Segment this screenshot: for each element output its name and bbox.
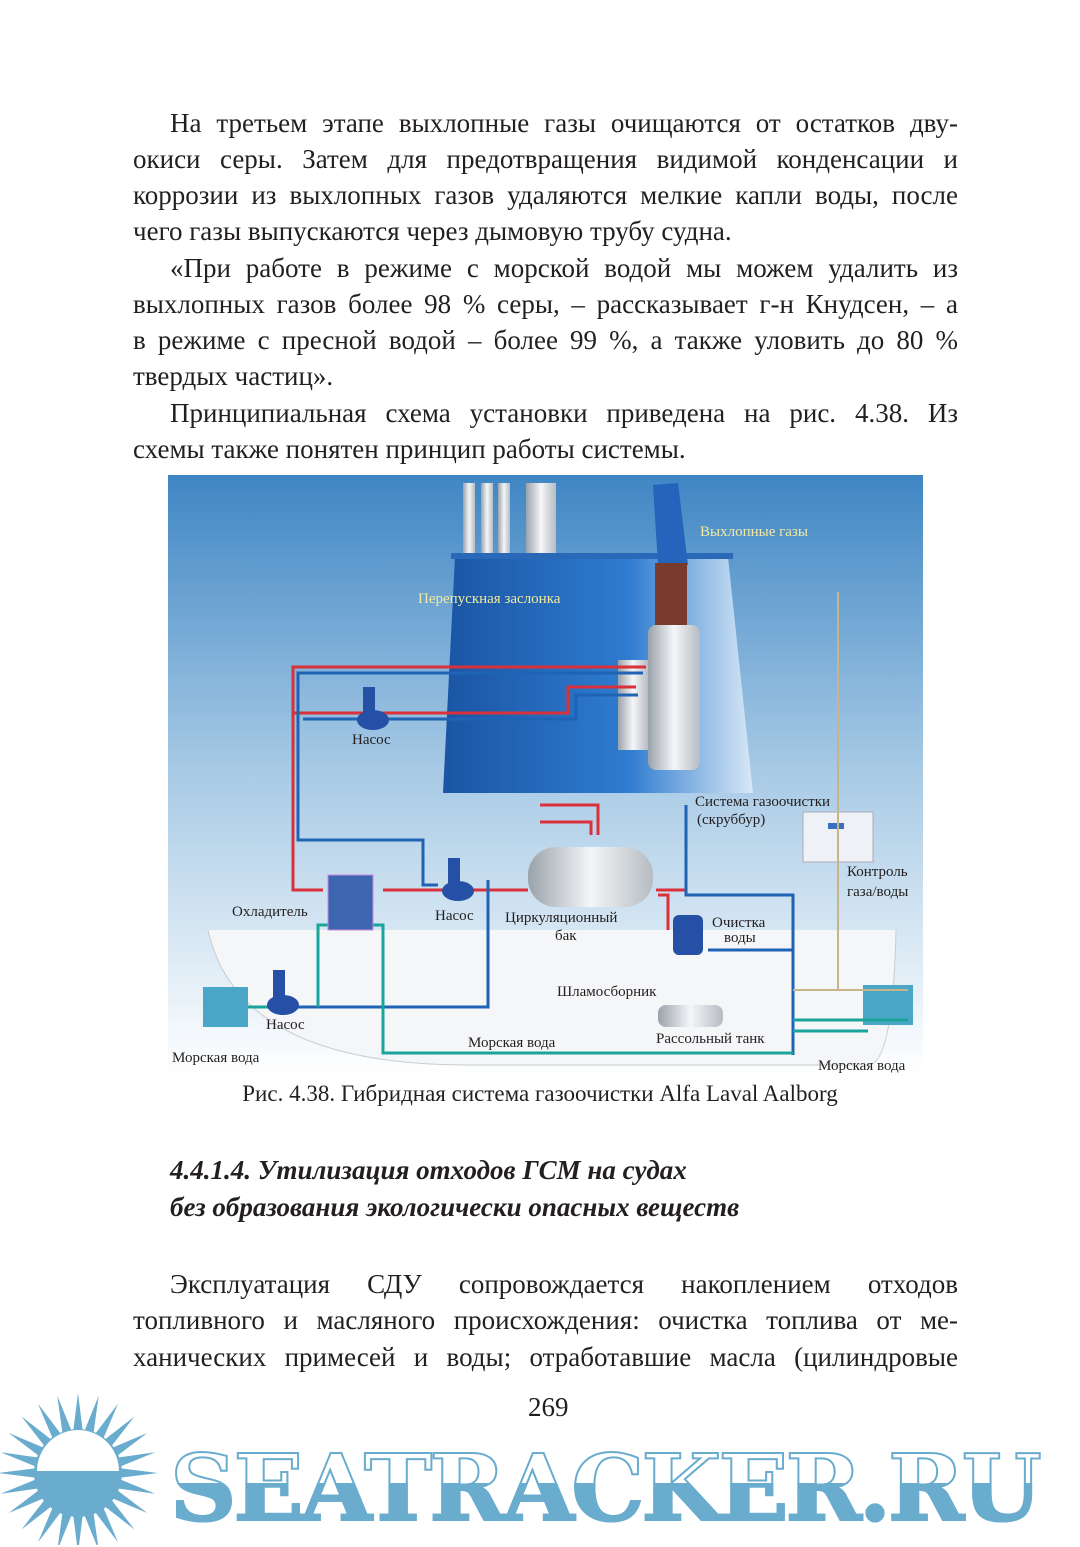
text-line: в режиме с пресной водой – более 99 %, а… [133, 325, 958, 355]
label-pump: Насос [266, 1017, 305, 1033]
scrubber-inlet [618, 660, 648, 750]
text-line: чего газы выпускаются через дымовую труб… [133, 216, 732, 246]
sun-logo-icon [0, 1393, 158, 1545]
text-line: Эксплуатация СДУ сопровождается накоплен… [170, 1269, 958, 1299]
cooler [327, 874, 374, 931]
scrubber-system-diagram: Выхлопные газы Перепускная заслонка Насо… [168, 475, 923, 1075]
sea-inlet [203, 987, 248, 1027]
label-scrubber: (скруббур) [697, 812, 766, 828]
label-sea-water: Морская вода [468, 1035, 556, 1051]
label-sea-water: Морская вода [818, 1058, 906, 1074]
cold-water-lines [248, 671, 795, 1055]
section-heading: 4.4.1.4. Утилизация отходов ГСМ на судах [170, 1155, 687, 1185]
label-water-cleaning: Очистка [712, 915, 766, 931]
text-line: «При работе в режиме с морской водой мы … [170, 253, 958, 283]
text-line: топливного и масляного происхождения: оч… [133, 1305, 958, 1335]
hot-water-lines [291, 665, 688, 930]
label-control: газа/воды [847, 884, 909, 900]
label-tank: бак [555, 928, 577, 944]
text-line: коррозии из выхлопных газов удаляются ме… [133, 180, 958, 210]
pipe [463, 483, 475, 558]
text-line: окиси серы. Затем для предотвращения вид… [133, 144, 958, 174]
label-pump: Насос [352, 732, 391, 748]
brine-tank [658, 1005, 723, 1027]
label-pump: Насос [435, 908, 474, 924]
label-tank: Циркуляционный [505, 910, 618, 926]
circulation-tank [528, 847, 653, 907]
text-line: Принципиальная схема установки приведена… [170, 398, 958, 428]
pipe [498, 483, 510, 558]
label-cooler: Охладитель [232, 904, 308, 920]
label-sludge: Шламосборник [557, 984, 657, 1000]
text-line: На третьем этапе выхлопные газы очищаютс… [170, 108, 958, 138]
pipe [526, 483, 556, 558]
text-line: твердых частиц». [133, 361, 334, 391]
text-line: схемы также понятен принцип работы систе… [133, 434, 686, 464]
sea-outlet [863, 985, 913, 1025]
figure-caption: Рис. 4.38. Гибридная система газоочистки… [242, 1081, 838, 1106]
section-heading: без образования экологически опасных вещ… [170, 1192, 740, 1222]
label-scrubber: Система газоочистки [695, 794, 831, 810]
exhaust-duct [655, 563, 687, 625]
watermark: SEATRACKER.RU [169, 1434, 1043, 1542]
label-brine: Рассольный танк [656, 1031, 765, 1047]
page-number: 269 [528, 1392, 569, 1422]
text-line: ханических примесей и воды; отработавшие… [133, 1342, 958, 1372]
diagram-graphic [168, 475, 923, 1075]
scrubber-tower [648, 625, 700, 770]
pumps [267, 687, 703, 1015]
text-line: выхлопных газов более 98 % серы, – расск… [133, 289, 958, 319]
exhaust-stack [653, 483, 688, 565]
label-water-cleaning: воды [724, 930, 756, 946]
label-bypass: Перепускная заслонка [418, 591, 561, 607]
label-control: Контроль [847, 864, 908, 880]
label-exhaust: Выхлопные газы [700, 524, 808, 540]
pipe [481, 483, 493, 558]
label-sea-water: Морская вода [172, 1050, 260, 1066]
